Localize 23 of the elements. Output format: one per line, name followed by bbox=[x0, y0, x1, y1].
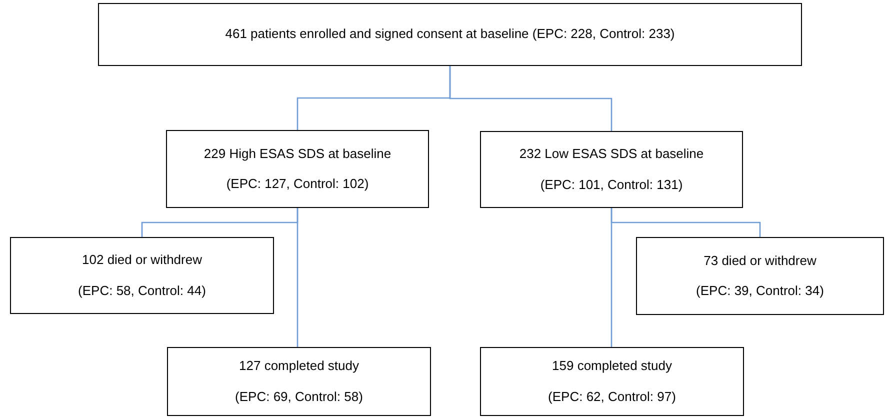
connector-line bbox=[296, 208, 298, 347]
box-text: (EPC: 69, Control: 58) bbox=[235, 388, 363, 405]
flow-box bbox=[480, 131, 743, 208]
box-text: 232 Low ESAS SDS at baseline bbox=[519, 146, 704, 162]
box-text: 159 completed study bbox=[552, 358, 672, 374]
flow-box bbox=[480, 347, 744, 416]
box-text: 73 died or withdrew bbox=[704, 252, 816, 269]
flow-box bbox=[10, 237, 274, 314]
flow-box bbox=[166, 130, 429, 208]
box-text: 102 died or withdrew bbox=[82, 252, 202, 268]
flow-box bbox=[167, 347, 431, 416]
box-text: (EPC: 39, Control: 34) bbox=[696, 283, 824, 300]
box-text: (EPC: 58, Control: 44) bbox=[78, 282, 206, 299]
box-text: (EPC: 101, Control: 131) bbox=[540, 176, 683, 193]
box-text: (EPC: 62, Control: 97) bbox=[548, 388, 676, 405]
box-text: 229 High ESAS SDS at baseline bbox=[204, 146, 392, 162]
box-text: (EPC: 127, Control: 102) bbox=[226, 176, 369, 192]
flow-box bbox=[98, 3, 802, 66]
connector-line bbox=[610, 208, 612, 347]
connector-line bbox=[449, 66, 612, 131]
flow-box bbox=[636, 237, 884, 315]
box-text: 461 patients enrolled and signed consent at baseline (EPC: 228, Control: 233) bbox=[225, 26, 675, 43]
box-text: 127 completed study bbox=[239, 358, 359, 374]
